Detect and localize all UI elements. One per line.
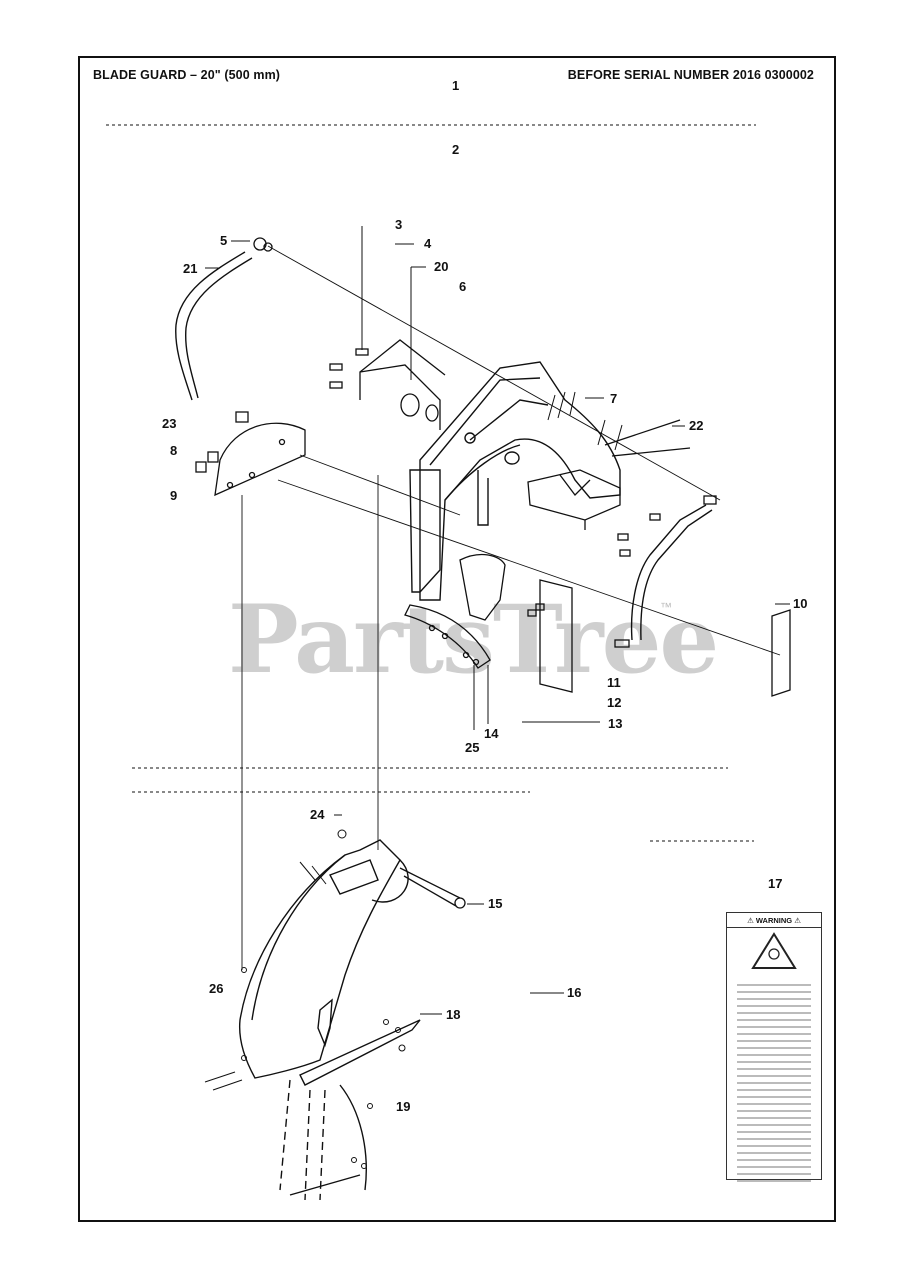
decal-text-line — [737, 1033, 811, 1035]
callout-17[interactable]: 17 — [768, 876, 783, 891]
decal-text-line — [737, 1180, 811, 1182]
pin-15 — [399, 867, 466, 909]
screws-lower — [204, 829, 406, 1169]
hose-21 — [175, 237, 273, 401]
decal-text-line — [737, 1054, 811, 1056]
callout-26[interactable]: 26 — [209, 981, 224, 996]
warning-decal-17: ⚠ WARNING ⚠ — [726, 912, 822, 1182]
callout-18[interactable]: 18 — [446, 1007, 461, 1022]
decal-text-line — [737, 984, 811, 986]
blade-guard-lower — [238, 839, 421, 1201]
callout-15[interactable]: 15 — [488, 896, 503, 911]
callout-3[interactable]: 3 — [395, 217, 403, 232]
callout-1[interactable]: 1 — [452, 78, 460, 93]
decal-text-line — [737, 1061, 811, 1063]
decal-text-line — [737, 1012, 811, 1014]
decal-text-line — [737, 1145, 811, 1147]
section-separators — [106, 124, 756, 842]
callout-13[interactable]: 13 — [608, 716, 623, 731]
plate-12 — [527, 579, 573, 693]
serial-number-note: BEFORE SERIAL NUMBER 2016 0300002 — [567, 68, 814, 82]
decal-text-line — [737, 1117, 811, 1119]
callout-6[interactable]: 6 — [459, 279, 467, 294]
decal-text-line — [737, 1075, 811, 1077]
callout-5[interactable]: 5 — [220, 233, 228, 248]
callout-8[interactable]: 8 — [170, 443, 178, 458]
trademark-symbol: ™ — [660, 600, 672, 614]
callout-14[interactable]: 14 — [484, 726, 499, 741]
warning-triangle-icon — [751, 932, 797, 969]
callout-19[interactable]: 19 — [396, 1099, 411, 1114]
decal-text-line — [737, 1124, 811, 1126]
decal-text-line — [737, 1152, 811, 1154]
decal-text-line — [737, 1089, 811, 1091]
decal-warning-heading: ⚠ WARNING ⚠ — [727, 916, 821, 928]
decal-text-line — [737, 1068, 811, 1070]
decal-text-line — [737, 1047, 811, 1049]
callout-21[interactable]: 21 — [183, 261, 198, 276]
decal-text-line — [737, 1110, 811, 1112]
bolts-7 — [547, 391, 623, 451]
decal-text-line — [737, 1166, 811, 1168]
decal-text-line — [737, 1082, 811, 1084]
decal-text-line — [737, 1096, 811, 1098]
decal-text-line — [737, 1040, 811, 1042]
decal-text-line — [737, 1138, 811, 1140]
decal-text-line — [737, 1026, 811, 1028]
bracket-22 — [527, 419, 691, 557]
callout-20[interactable]: 20 — [434, 259, 449, 274]
decal-text-line — [737, 1005, 811, 1007]
callout-10[interactable]: 10 — [793, 596, 808, 611]
diagram-title: BLADE GUARD – 20" (500 mm) — [93, 68, 281, 82]
hose-right — [614, 495, 717, 648]
callout-9[interactable]: 9 — [170, 488, 178, 503]
callout-24[interactable]: 24 — [310, 807, 325, 822]
decal-text-line — [737, 1131, 811, 1133]
callout-22[interactable]: 22 — [689, 418, 704, 433]
diagram-frame — [78, 56, 836, 1222]
callout-11[interactable]: 11 — [607, 675, 621, 690]
alignment-lines — [241, 245, 781, 970]
blade-guard-upper — [409, 361, 621, 601]
callout-16[interactable]: 16 — [567, 985, 582, 1000]
callout-25[interactable]: 25 — [465, 740, 480, 755]
plate-10 — [771, 609, 791, 697]
callout-7[interactable]: 7 — [610, 391, 618, 406]
decal-text-line — [737, 1159, 811, 1161]
deflector-14 — [404, 553, 506, 669]
leader-lines — [205, 226, 790, 1015]
decal-text-line — [737, 1019, 811, 1021]
callout-23[interactable]: 23 — [162, 416, 177, 431]
callout-12[interactable]: 12 — [607, 695, 622, 710]
decal-text-line — [737, 998, 811, 1000]
callout-4[interactable]: 4 — [424, 236, 432, 251]
plate-9 — [195, 411, 306, 497]
decal-text-line — [737, 1173, 811, 1175]
decal-text-line — [737, 991, 811, 993]
callout-2[interactable]: 2 — [452, 142, 460, 157]
decal-text-line — [737, 1103, 811, 1105]
bracket-20 — [329, 339, 446, 430]
